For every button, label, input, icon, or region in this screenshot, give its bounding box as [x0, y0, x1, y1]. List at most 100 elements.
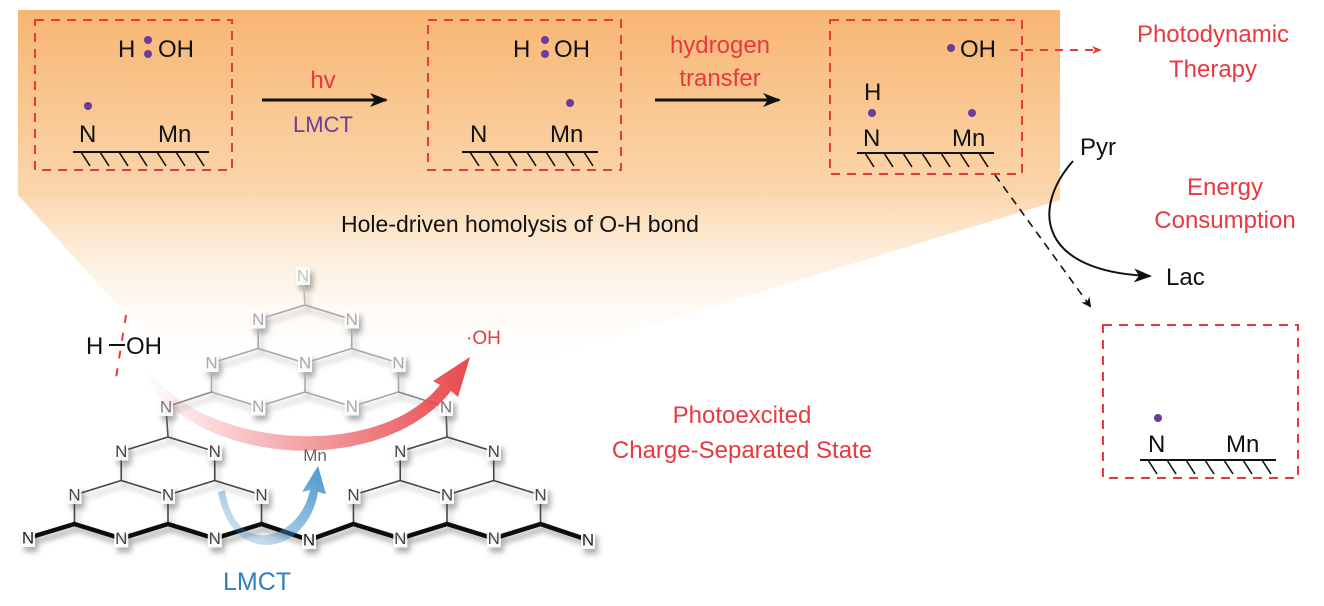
nitrogen-atom-label: N — [440, 398, 452, 417]
homolysis-caption: Hole-driven homolysis of O-H bond — [341, 211, 699, 237]
hole-dot — [84, 102, 92, 110]
surface — [1140, 459, 1276, 475]
bond — [210, 391, 260, 408]
bond — [257, 347, 306, 364]
electron-dot — [566, 99, 574, 107]
hatch — [118, 151, 129, 167]
box1-oh: OH — [158, 36, 194, 63]
nitrogen-atom-label: N — [488, 442, 500, 461]
hatch — [156, 151, 167, 167]
bond — [350, 347, 400, 364]
hatch — [194, 151, 205, 167]
pyr-label: Pyr — [1080, 134, 1116, 161]
bond — [304, 304, 353, 321]
mn-site-label: Mn — [303, 446, 327, 465]
nitrogen-atom-label: N — [252, 310, 264, 329]
box3-mn: Mn — [952, 125, 985, 152]
hatch — [80, 151, 91, 167]
nitrogen-atom-label: N — [209, 442, 221, 461]
hatch — [137, 151, 148, 167]
nitrogen-atom-label: N — [252, 397, 264, 416]
nitrogen-atom-label: N — [297, 267, 309, 286]
hydrogen-label: hydrogen — [670, 32, 770, 59]
bond — [492, 479, 542, 496]
bond — [257, 391, 306, 408]
oh-radical-arrow — [145, 357, 470, 451]
hatch — [864, 152, 875, 168]
nitrogen-atom-label: N — [299, 354, 311, 373]
bond — [397, 521, 450, 541]
state-box-2: H OH N Mn — [427, 19, 622, 171]
bond — [306, 521, 356, 543]
bond — [304, 347, 353, 364]
hatch — [940, 152, 951, 168]
hatch — [883, 152, 894, 168]
water-oh: OH — [126, 333, 162, 360]
electron-dot — [144, 36, 152, 44]
surface — [462, 151, 598, 167]
nitrogen-atom-label: N — [162, 486, 174, 505]
state-box-4: N Mn — [1102, 324, 1299, 479]
hatch — [902, 152, 913, 168]
bond — [350, 391, 400, 408]
bond — [120, 479, 169, 496]
bond — [399, 479, 448, 496]
bond — [73, 479, 123, 496]
bond — [118, 521, 171, 541]
nitrogen-atom-label: N — [115, 442, 127, 461]
box4-n: N — [1148, 431, 1165, 458]
electron-dot — [144, 50, 152, 58]
bond — [446, 436, 495, 453]
hatch — [526, 151, 537, 167]
electron-dot — [968, 109, 976, 117]
box1-n: N — [79, 121, 96, 148]
box3-oh: OH — [960, 36, 996, 63]
hatch — [1147, 459, 1158, 475]
box1-mn: Mn — [158, 121, 191, 148]
box2-mn: Mn — [550, 121, 583, 148]
nitrogen-atom-label: N — [394, 442, 406, 461]
lmct-arrow-blue — [218, 466, 326, 546]
box2-n: N — [470, 121, 487, 148]
electron-dot — [541, 36, 549, 44]
zoom-highlight-region — [18, 10, 1060, 375]
hatch — [99, 151, 110, 167]
radical-dot — [947, 44, 955, 52]
hatch — [1185, 459, 1196, 475]
box2-h: H — [513, 36, 530, 63]
state-box-3: OH H N Mn — [829, 19, 1023, 175]
hatch — [921, 152, 932, 168]
bond — [120, 436, 169, 453]
bond — [304, 391, 353, 408]
bond — [446, 479, 495, 496]
pyr-to-lac-arrow — [1048, 160, 1152, 283]
nitrogen-atom-label: N — [347, 486, 359, 505]
nitrogen-atom-label: N — [392, 354, 404, 373]
bond — [399, 436, 448, 453]
bond — [165, 521, 218, 541]
bond — [167, 479, 216, 496]
hatch — [175, 151, 186, 167]
box3-h: H — [864, 79, 881, 106]
hatch — [507, 151, 518, 167]
water-h: H — [86, 333, 103, 360]
lmct-step-label: LMCT — [293, 112, 353, 137]
bond — [257, 304, 306, 321]
nitrogen-atom-label: N — [68, 486, 80, 505]
hatch — [1223, 459, 1234, 475]
bond — [167, 436, 216, 453]
lac-label: Lac — [1166, 264, 1205, 291]
electron-dot — [541, 50, 549, 58]
transfer-label: transfer — [679, 65, 760, 92]
hatch — [1166, 459, 1177, 475]
nitrogen-atom-label: N — [346, 397, 358, 416]
energy-label: Energy — [1187, 174, 1263, 201]
hatch — [1242, 459, 1253, 475]
nitrogen-atom-label: N — [115, 529, 127, 548]
nitrogen-atom-label: N — [441, 486, 453, 505]
hatch — [583, 151, 594, 167]
bond — [25, 521, 77, 541]
surface — [73, 151, 209, 167]
